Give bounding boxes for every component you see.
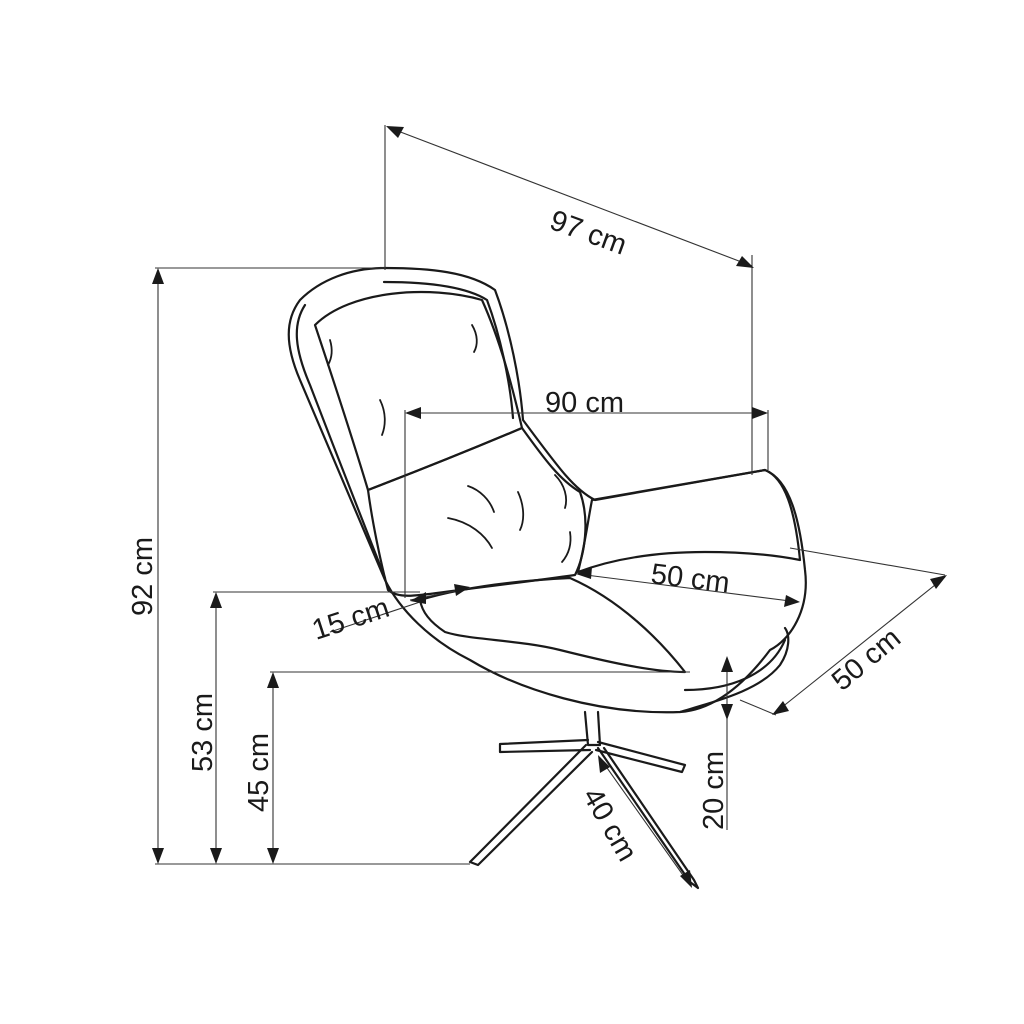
- arrowhead: [405, 407, 421, 419]
- tuft-mark: [471, 324, 478, 353]
- arrowhead: [267, 672, 279, 688]
- arrowhead: [386, 126, 404, 138]
- armrest-right: [576, 468, 802, 574]
- arrowhead: [454, 584, 470, 596]
- seat-base: [678, 626, 790, 714]
- dim-line-40: [599, 757, 691, 886]
- arrowhead: [152, 848, 164, 864]
- dimension-labels: 97 cm 90 cm 92 cm 53 cm 45 cm 15 cm 50 c…: [127, 205, 907, 867]
- label-width-overall: 90 cm: [545, 387, 624, 419]
- armchair-drawing: [287, 266, 807, 714]
- chair-shell-inner-rim: [295, 280, 515, 580]
- arrowhead: [736, 256, 754, 268]
- label-depth-overall: 97 cm: [546, 205, 631, 262]
- dim-leader-15: [329, 601, 421, 633]
- seat-lower-edge: [683, 638, 787, 692]
- dimension-lines: [152, 125, 947, 888]
- label-seat-depth: 50 cm: [826, 622, 907, 697]
- arrowhead: [576, 567, 592, 579]
- leg-front-left: [468, 743, 594, 867]
- tuft-mark: [561, 531, 572, 563]
- arrowhead: [752, 407, 768, 419]
- leg-back-left: [498, 738, 592, 754]
- arrowhead: [410, 592, 426, 604]
- arrowhead: [210, 848, 222, 864]
- arrowhead: [152, 268, 164, 284]
- center-column: [583, 710, 602, 747]
- label-seat-height: 45 cm: [243, 733, 275, 812]
- dim-line-50-width: [577, 573, 799, 603]
- label-seat-thickness: 20 cm: [698, 751, 730, 830]
- extension-line: [739, 699, 777, 716]
- label-armrest-height: 53 cm: [187, 693, 219, 772]
- label-height-overall: 92 cm: [127, 537, 159, 616]
- leg-back-right: [594, 740, 687, 774]
- seat-cushion: [418, 576, 687, 674]
- tuft-mark: [517, 491, 525, 531]
- label-seat-width: 50 cm: [649, 558, 731, 599]
- arrowhead: [784, 595, 800, 607]
- extension-line: [789, 547, 946, 576]
- tuft-mark: [447, 517, 493, 549]
- arrowhead: [267, 848, 279, 864]
- tuft-mark: [467, 485, 495, 513]
- dim-line-97: [389, 127, 753, 267]
- label-armrest-thickness: 15 cm: [308, 592, 393, 647]
- swivel-base: [468, 710, 700, 890]
- backrest-upper-cushion: [313, 290, 524, 492]
- chair-shell-outline: [287, 266, 807, 714]
- arrowhead: [721, 704, 733, 720]
- arrowhead: [680, 870, 692, 888]
- tuft-mark: [327, 339, 333, 366]
- backrest-lower-cushion: [366, 426, 587, 597]
- tuft-mark: [379, 399, 386, 436]
- label-leg-length: 40 cm: [576, 783, 643, 867]
- arrowhead: [930, 575, 947, 589]
- arrowhead: [772, 701, 789, 715]
- arrowhead: [598, 755, 610, 773]
- tuft-mark: [554, 474, 568, 509]
- arrowhead: [721, 656, 733, 672]
- arrowhead: [210, 592, 222, 608]
- dim-line-50-depth: [775, 576, 946, 713]
- leg-front-right: [596, 746, 700, 890]
